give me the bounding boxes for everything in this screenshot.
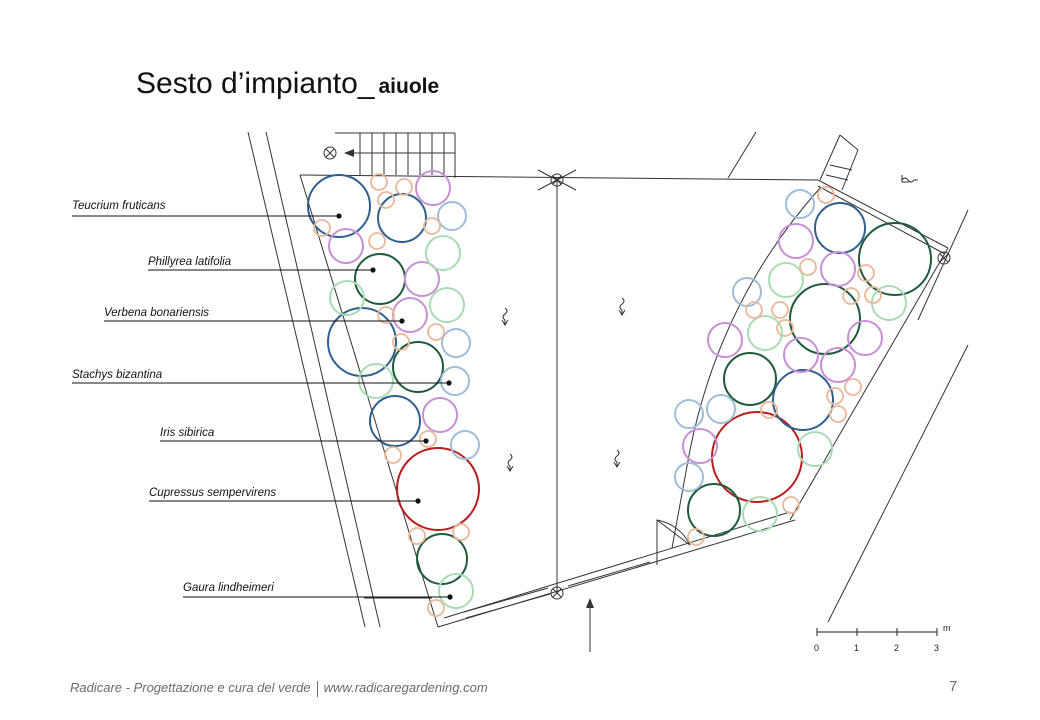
footer-company: Radicare - Progettazione e cura del verd… xyxy=(70,680,311,695)
footer: Radicare - Progettazione e cura del verd… xyxy=(70,680,488,697)
drain-symbols xyxy=(323,146,951,600)
plant-verbena xyxy=(783,337,819,373)
plant-phillyrea xyxy=(354,253,406,305)
scale-tick-2: 2 xyxy=(894,643,899,653)
plant-phillyrea xyxy=(392,341,444,393)
plant-gaura xyxy=(425,235,461,271)
plant-gaura xyxy=(797,431,833,467)
plant-stachys xyxy=(674,462,704,492)
plant-verbena xyxy=(820,347,856,383)
legend-verbena-bonariensis: Verbena bonariensis xyxy=(104,307,405,324)
svg-text:Gaura lindheimeri: Gaura lindheimeri xyxy=(183,582,274,594)
plant-teucrium xyxy=(377,193,427,243)
svg-text:Verbena bonariensis: Verbena bonariensis xyxy=(104,307,209,319)
footer-website: www.radicaregardening.com xyxy=(323,680,488,695)
plant-gaura xyxy=(742,496,778,532)
plant-gaura xyxy=(429,287,465,323)
plant-teucrium xyxy=(772,369,834,431)
footer-separator xyxy=(316,680,318,697)
plant-stachys xyxy=(441,328,471,358)
plant-verbena xyxy=(847,320,883,356)
svg-text:Phillyrea latifolia: Phillyrea latifolia xyxy=(148,256,231,268)
plant-stachys xyxy=(450,430,480,460)
legend-teucrium-fruticans: Teucrium fruticans xyxy=(72,200,342,219)
plant-verbena xyxy=(707,322,743,358)
plant-stachys xyxy=(785,189,815,219)
plant-verbena xyxy=(820,251,856,287)
title-subtitle: aiuole xyxy=(378,75,440,98)
plant-gaura xyxy=(768,262,804,298)
plant-phillyrea xyxy=(723,352,777,406)
plant-gaura xyxy=(358,363,394,399)
plant-cupressus xyxy=(396,447,480,531)
plant-stachys xyxy=(437,201,467,231)
right-flowerbed-plants xyxy=(674,189,932,537)
scale-tick-1: 1 xyxy=(854,643,859,653)
plant-stachys xyxy=(674,399,704,429)
plant-legend: Teucrium fruticans Phillyrea latifolia V… xyxy=(72,200,453,600)
slope-arrows xyxy=(501,175,918,472)
scale-bar: m 0 1 2 3 xyxy=(814,623,951,653)
plant-verbena xyxy=(422,397,458,433)
plant-teucrium xyxy=(307,174,371,238)
scale-tick-0: 0 xyxy=(814,643,819,653)
drain-symbol-top-left xyxy=(323,146,337,160)
legend-iris-sibirica: Iris sibirica xyxy=(160,427,429,444)
svg-text:Cupressus sempervirens: Cupressus sempervirens xyxy=(149,487,276,499)
plant-verbena xyxy=(328,228,364,264)
page-number: 7 xyxy=(949,678,958,695)
plant-verbena xyxy=(392,297,428,333)
plant-teucrium xyxy=(327,307,397,377)
title-main: Sesto d’impianto_ xyxy=(136,67,375,100)
right-flowerbed-iris xyxy=(687,186,882,546)
scale-unit: m xyxy=(943,623,951,633)
arrowheads xyxy=(344,149,594,608)
left-flowerbed-plants xyxy=(307,170,480,609)
legend-gaura-lindheimeri: Gaura lindheimeri xyxy=(183,582,453,600)
plant-teucrium xyxy=(369,395,421,447)
svg-text:Iris sibirica: Iris sibirica xyxy=(160,427,214,439)
plant-stachys xyxy=(440,366,470,396)
plant-stachys xyxy=(706,394,736,424)
building-outline xyxy=(247,131,969,652)
plant-verbena xyxy=(682,428,718,464)
plant-teucrium xyxy=(814,202,866,254)
drain-symbol-right xyxy=(937,251,951,265)
plant-phillyrea xyxy=(687,483,741,537)
left-flowerbed-iris xyxy=(313,173,470,617)
plant-verbena xyxy=(778,223,814,259)
plant-gaura xyxy=(747,315,783,351)
plant-gaura xyxy=(871,285,907,321)
plant-phillyrea xyxy=(416,533,468,585)
plant-phillyrea xyxy=(858,222,932,296)
scale-tick-3: 3 xyxy=(934,643,939,653)
svg-text:Teucrium fruticans: Teucrium fruticans xyxy=(72,200,166,212)
legend-phillyrea-latifolia: Phillyrea latifolia xyxy=(148,256,376,273)
svg-text:Stachys bizantina: Stachys bizantina xyxy=(72,369,162,381)
drain-symbol-top-center xyxy=(537,169,577,191)
plant-gaura xyxy=(329,280,365,316)
legend-cupressus-sempervirens: Cupressus sempervirens xyxy=(149,487,421,504)
slide-title: Sesto d’impianto_aiuole xyxy=(136,64,439,101)
plant-gaura xyxy=(438,573,474,609)
plant-verbena xyxy=(415,170,451,206)
plant-verbena xyxy=(404,261,440,297)
drain-symbol-bottom xyxy=(550,586,564,600)
legend-stachys-bizantina: Stachys bizantina xyxy=(72,369,452,386)
